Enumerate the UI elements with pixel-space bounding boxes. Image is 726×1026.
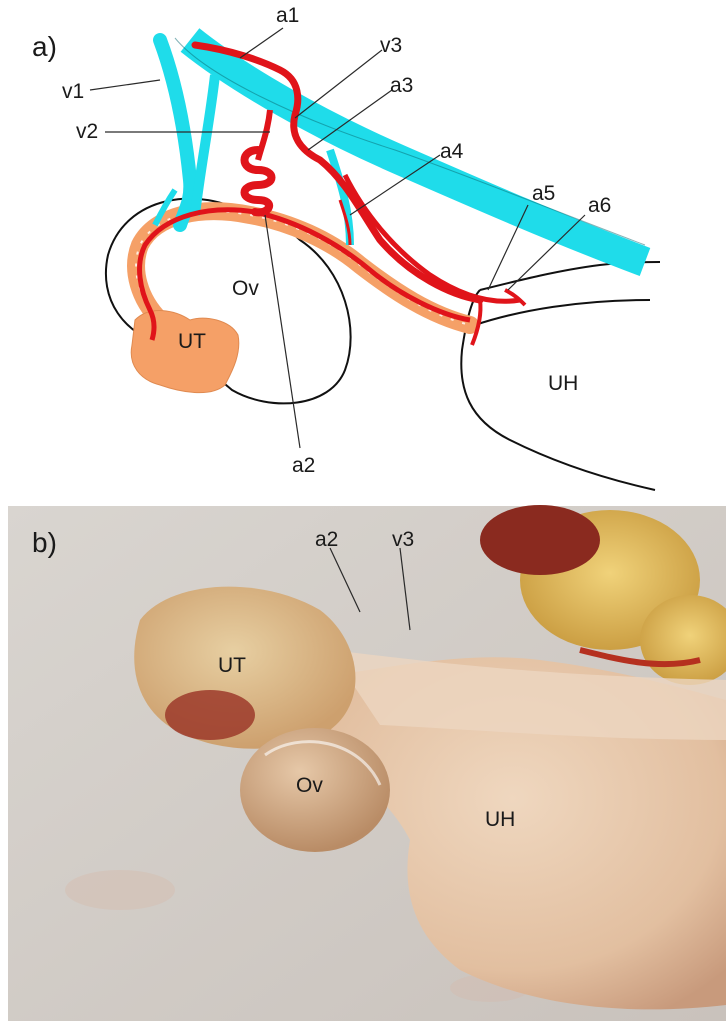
label-a6: a6 [588,194,611,217]
label-ut: UT [178,330,206,353]
label-a4: a4 [440,140,464,163]
label-uh: UH [548,372,578,395]
label-a5: a5 [532,182,555,205]
label-a1: a1 [276,4,299,27]
photo-label-uh: UH [485,808,515,831]
photo-label-a2: a2 [315,528,338,551]
label-a3: a3 [390,74,413,97]
photo-svg: b) a2 v3 UT Ov UH [0,500,726,1021]
label-a2: a2 [292,454,315,477]
uterine-horn-upper-edge [475,300,650,325]
panel-a-schematic: a) a1 v3 v1 a3 v2 a4 a5 a6 Ov UT UH a2 [0,0,726,500]
panel-b-label: b) [32,527,57,558]
photo-label-v3: v3 [392,528,414,551]
panel-b-photograph: b) a2 v3 UT Ov UH [0,500,726,1021]
ut-dark-area [165,690,255,740]
panel-a-label: a) [32,31,57,62]
label-ov: Ov [232,277,259,300]
photo-label-ov: Ov [296,774,323,797]
label-v1: v1 [62,80,84,103]
schematic-svg: a) a1 v3 v1 a3 v2 a4 a5 a6 Ov UT UH a2 [0,0,726,500]
photo-label-ut: UT [218,654,246,677]
label-v3: v3 [380,34,402,57]
label-v2: v2 [76,120,98,143]
